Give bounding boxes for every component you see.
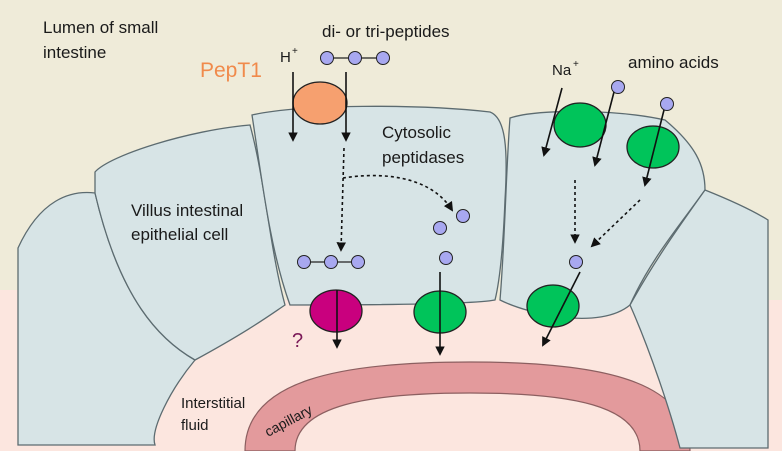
peptides-label: di- or tri-peptides — [322, 22, 450, 41]
pept1-transporter — [292, 81, 348, 125]
amino-acids-label: amino acids — [628, 53, 719, 72]
aa-cytosol-arrow-2 — [590, 199, 641, 248]
villus-label: Villus intestinal — [131, 201, 243, 220]
peptide-cytosol-arrow — [336, 147, 347, 252]
sodium-label: Na — [552, 62, 572, 79]
molecules — [297, 51, 674, 269]
apical-aa-transporter — [626, 125, 680, 169]
cytosolic-tripeptide — [297, 255, 365, 269]
transport-arrows — [288, 72, 665, 356]
pept1-label: PepT1 — [200, 59, 262, 82]
amino-acid — [456, 209, 470, 223]
lumen-tripeptide — [320, 51, 390, 65]
proton-label: H — [280, 49, 291, 66]
amino-acid — [439, 251, 453, 265]
amino-acid — [433, 221, 447, 235]
amino-acid — [611, 80, 625, 94]
sodium-uptake-arrow — [541, 87, 563, 157]
basolateral-aa-transporter-right — [526, 284, 580, 328]
lumen-label-line2: intestine — [43, 43, 106, 62]
amino-acid — [569, 255, 583, 269]
cell-center — [251, 105, 507, 306]
cytosolic-label-line2: peptidases — [382, 148, 464, 167]
unknown-transporter-label: ? — [292, 330, 303, 352]
aa-exit-arrow-right — [542, 271, 581, 347]
proton-sup: + — [292, 46, 298, 57]
cell-far-right — [629, 189, 769, 449]
interstitial-label: Interstitial — [181, 395, 245, 412]
cytosolic-label: Cytosolic — [382, 123, 451, 142]
cell-left — [94, 124, 286, 361]
sodium-sup: + — [573, 59, 579, 70]
interstitial-label-line2: fluid — [181, 417, 209, 434]
amino-acid — [660, 97, 674, 111]
aa-na-uptake-arrow — [592, 91, 615, 167]
villus-label-line2: epithelial cell — [131, 225, 228, 244]
peptidase-hydrolysis-arrow — [342, 174, 454, 212]
basolateral-peptide-transporter — [309, 289, 363, 333]
aa-uptake-arrow — [642, 109, 665, 187]
lumen-label: Lumen of small — [43, 18, 158, 37]
apical-na-aa-transporter — [553, 102, 607, 148]
